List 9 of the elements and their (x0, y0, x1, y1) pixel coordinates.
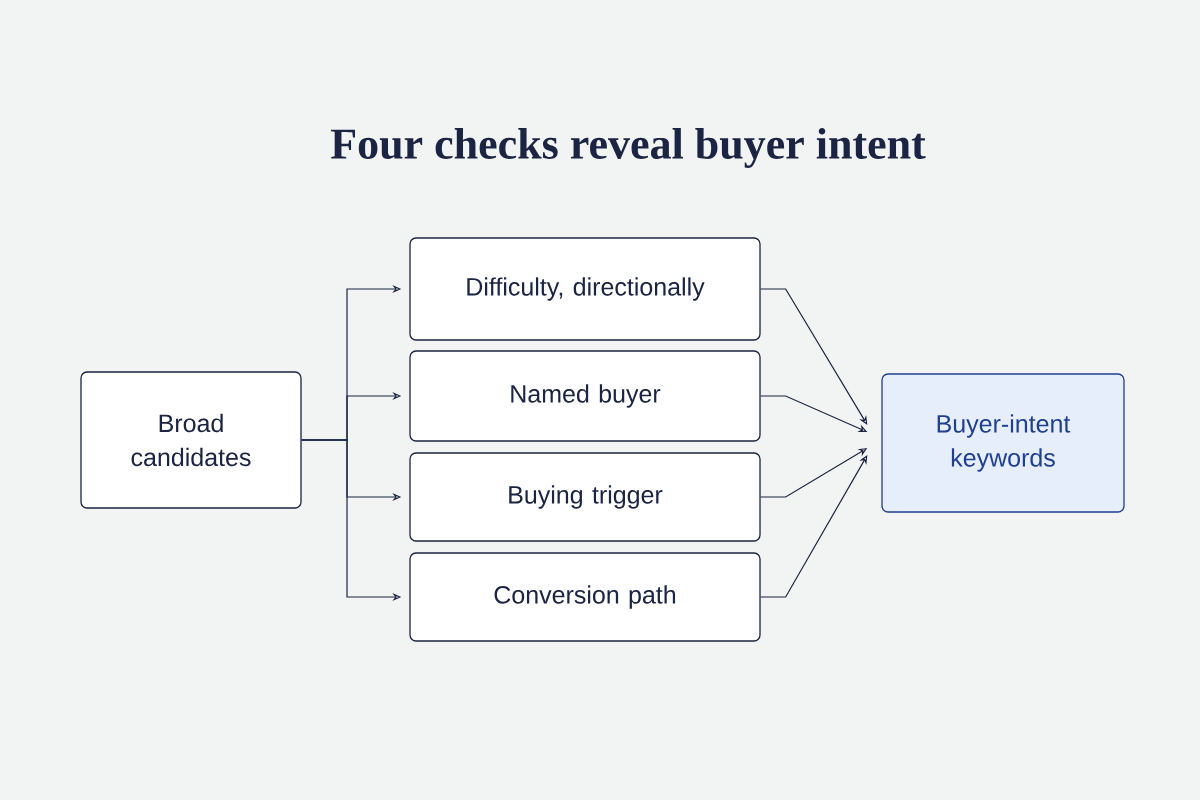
step-box: Conversion path (409, 552, 761, 642)
arrow (760, 288, 868, 425)
arrow (760, 455, 868, 598)
step-box: Broad candidates (80, 371, 302, 509)
result-box: Buyer-intent keywords (881, 373, 1125, 513)
step-box: Named buyer (409, 350, 761, 442)
title: Four checks reveal buyer intent (331, 128, 926, 168)
step-box: Difficulty, directionally (409, 237, 761, 341)
step-box: Buying trigger (409, 452, 761, 542)
